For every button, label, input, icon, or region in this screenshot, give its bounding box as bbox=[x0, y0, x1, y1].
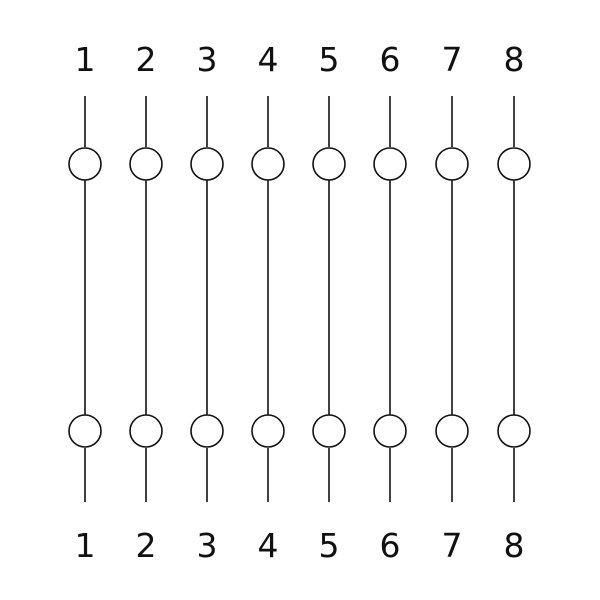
pin-8: 88 bbox=[497, 40, 531, 565]
pin-1-top-label: 1 bbox=[75, 40, 96, 79]
pin-7: 77 bbox=[435, 40, 469, 565]
pin-7-top-label: 7 bbox=[442, 40, 463, 79]
pin-1-top-terminal bbox=[68, 147, 102, 181]
pin-3-bottom-label: 3 bbox=[197, 526, 218, 565]
pin-8-top-terminal bbox=[497, 147, 531, 181]
pin-6-bottom-terminal bbox=[373, 414, 407, 448]
pin-2: 22 bbox=[129, 40, 163, 565]
pin-3-top-label: 3 bbox=[197, 40, 218, 79]
pin-4-bottom-terminal bbox=[251, 414, 285, 448]
pin-5-bottom-terminal bbox=[312, 414, 346, 448]
pin-5-top-label: 5 bbox=[319, 40, 340, 79]
pin-2-top-terminal bbox=[129, 147, 163, 181]
pin-2-top-label: 2 bbox=[136, 40, 157, 79]
pin-4-top-terminal bbox=[251, 147, 285, 181]
pin-2-bottom-label: 2 bbox=[136, 526, 157, 565]
pin-3: 33 bbox=[190, 40, 224, 565]
pin-2-bottom-terminal bbox=[129, 414, 163, 448]
pin-7-top-terminal bbox=[435, 147, 469, 181]
pin-4-bottom-label: 4 bbox=[258, 526, 279, 565]
pin-1-bottom-label: 1 bbox=[75, 526, 96, 565]
pin-4: 44 bbox=[251, 40, 285, 565]
pin-8-bottom-label: 8 bbox=[504, 526, 525, 565]
pin-7-bottom-label: 7 bbox=[442, 526, 463, 565]
pin-3-top-terminal bbox=[190, 147, 224, 181]
pin-5-top-terminal bbox=[312, 147, 346, 181]
pin-6-top-terminal bbox=[373, 147, 407, 181]
pin-1: 11 bbox=[68, 40, 102, 565]
pin-5: 55 bbox=[312, 40, 346, 565]
pin-3-bottom-terminal bbox=[190, 414, 224, 448]
pin-7-bottom-terminal bbox=[435, 414, 469, 448]
pin-6-bottom-label: 6 bbox=[380, 526, 401, 565]
pin-4-top-label: 4 bbox=[258, 40, 279, 79]
pin-1-bottom-terminal bbox=[68, 414, 102, 448]
pin-5-bottom-label: 5 bbox=[319, 526, 340, 565]
pin-6-top-label: 6 bbox=[380, 40, 401, 79]
pin-6: 66 bbox=[373, 40, 407, 565]
pin-8-top-label: 8 bbox=[504, 40, 525, 79]
pin-8-bottom-terminal bbox=[497, 414, 531, 448]
